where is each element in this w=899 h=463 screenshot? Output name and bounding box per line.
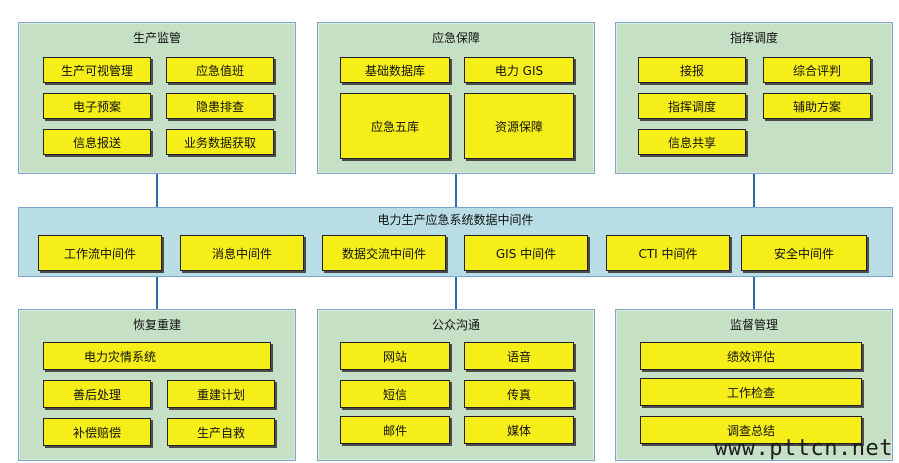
module-box[interactable]: 生产可视管理	[43, 57, 151, 83]
connector-emergency	[455, 174, 457, 208]
module-box[interactable]: 工作检查	[640, 378, 862, 406]
middleware-box[interactable]: 数据交流中间件	[322, 235, 446, 271]
panel-recovery: 恢复重建 电力灾情系统 善后处理 重建计划 补偿赔偿 生产自救	[18, 309, 296, 461]
panel-title: 监督管理	[729, 318, 778, 332]
module-box[interactable]: 电力灾情系统	[43, 342, 271, 370]
module-box[interactable]: 接报	[638, 57, 746, 83]
module-box[interactable]: 善后处理	[43, 380, 151, 408]
middleware-title: 电力生产应急系统数据中间件	[377, 213, 534, 227]
middleware-box[interactable]: 消息中间件	[180, 235, 304, 271]
panel-title: 公众沟通	[431, 318, 480, 332]
panel-command: 指挥调度 接报 综合评判 指挥调度 辅助方案 信息共享	[615, 22, 893, 174]
module-box[interactable]: 业务数据获取	[166, 129, 274, 155]
middleware-band: 电力生产应急系统数据中间件 工作流中间件 消息中间件 数据交流中间件 GIS 中…	[18, 207, 893, 277]
module-box[interactable]: 邮件	[340, 416, 450, 444]
module-box[interactable]: 短信	[340, 380, 450, 408]
panel-title: 恢复重建	[132, 318, 181, 332]
middleware-box[interactable]: GIS 中间件	[464, 235, 588, 271]
module-box[interactable]: 应急五库	[340, 93, 450, 159]
middleware-box[interactable]: 工作流中间件	[38, 235, 162, 271]
module-box[interactable]: 应急值班	[166, 57, 274, 83]
module-box[interactable]: 电力 GIS	[464, 57, 574, 83]
module-box[interactable]: 综合评判	[763, 57, 871, 83]
middleware-box[interactable]: 安全中间件	[741, 235, 867, 271]
module-box[interactable]: 信息报送	[43, 129, 151, 155]
panel-supervision: 监督管理 绩效评估 工作检查 调查总结	[615, 309, 893, 461]
module-box[interactable]: 生产自救	[167, 418, 275, 446]
middleware-box[interactable]: CTI 中间件	[606, 235, 730, 271]
connector-production	[156, 174, 158, 208]
panel-title: 应急保障	[431, 31, 480, 45]
panel-title: 指挥调度	[729, 31, 778, 45]
module-box[interactable]: 传真	[464, 380, 574, 408]
connector-recovery	[156, 276, 158, 310]
panel-production: 生产监管 生产可视管理 应急值班 电子预案 隐患排查 信息报送 业务数据获取	[18, 22, 296, 174]
connector-supervision	[753, 276, 755, 310]
module-box[interactable]: 基础数据库	[340, 57, 450, 83]
module-box[interactable]: 隐患排查	[166, 93, 274, 119]
module-box[interactable]: 辅助方案	[763, 93, 871, 119]
connector-command	[753, 174, 755, 208]
module-box[interactable]: 媒体	[464, 416, 574, 444]
panel-emergency: 应急保障 基础数据库 电力 GIS 应急五库 资源保障	[317, 22, 595, 174]
module-box[interactable]: 语音	[464, 342, 574, 370]
module-box[interactable]: 重建计划	[167, 380, 275, 408]
module-box[interactable]: 电子预案	[43, 93, 151, 119]
module-box[interactable]: 信息共享	[638, 129, 746, 155]
module-box[interactable]: 网站	[340, 342, 450, 370]
module-box[interactable]: 补偿赔偿	[43, 418, 151, 446]
watermark-text: www.pttcn.net	[714, 436, 893, 461]
module-box[interactable]: 指挥调度	[638, 93, 746, 119]
connector-public	[455, 276, 457, 310]
module-box[interactable]: 调查总结	[640, 416, 862, 444]
module-box[interactable]: 资源保障	[464, 93, 574, 159]
module-box[interactable]: 绩效评估	[640, 342, 862, 370]
panel-public: 公众沟通 网站 语音 短信 传真 邮件 媒体	[317, 309, 595, 461]
panel-title: 生产监管	[132, 31, 181, 45]
